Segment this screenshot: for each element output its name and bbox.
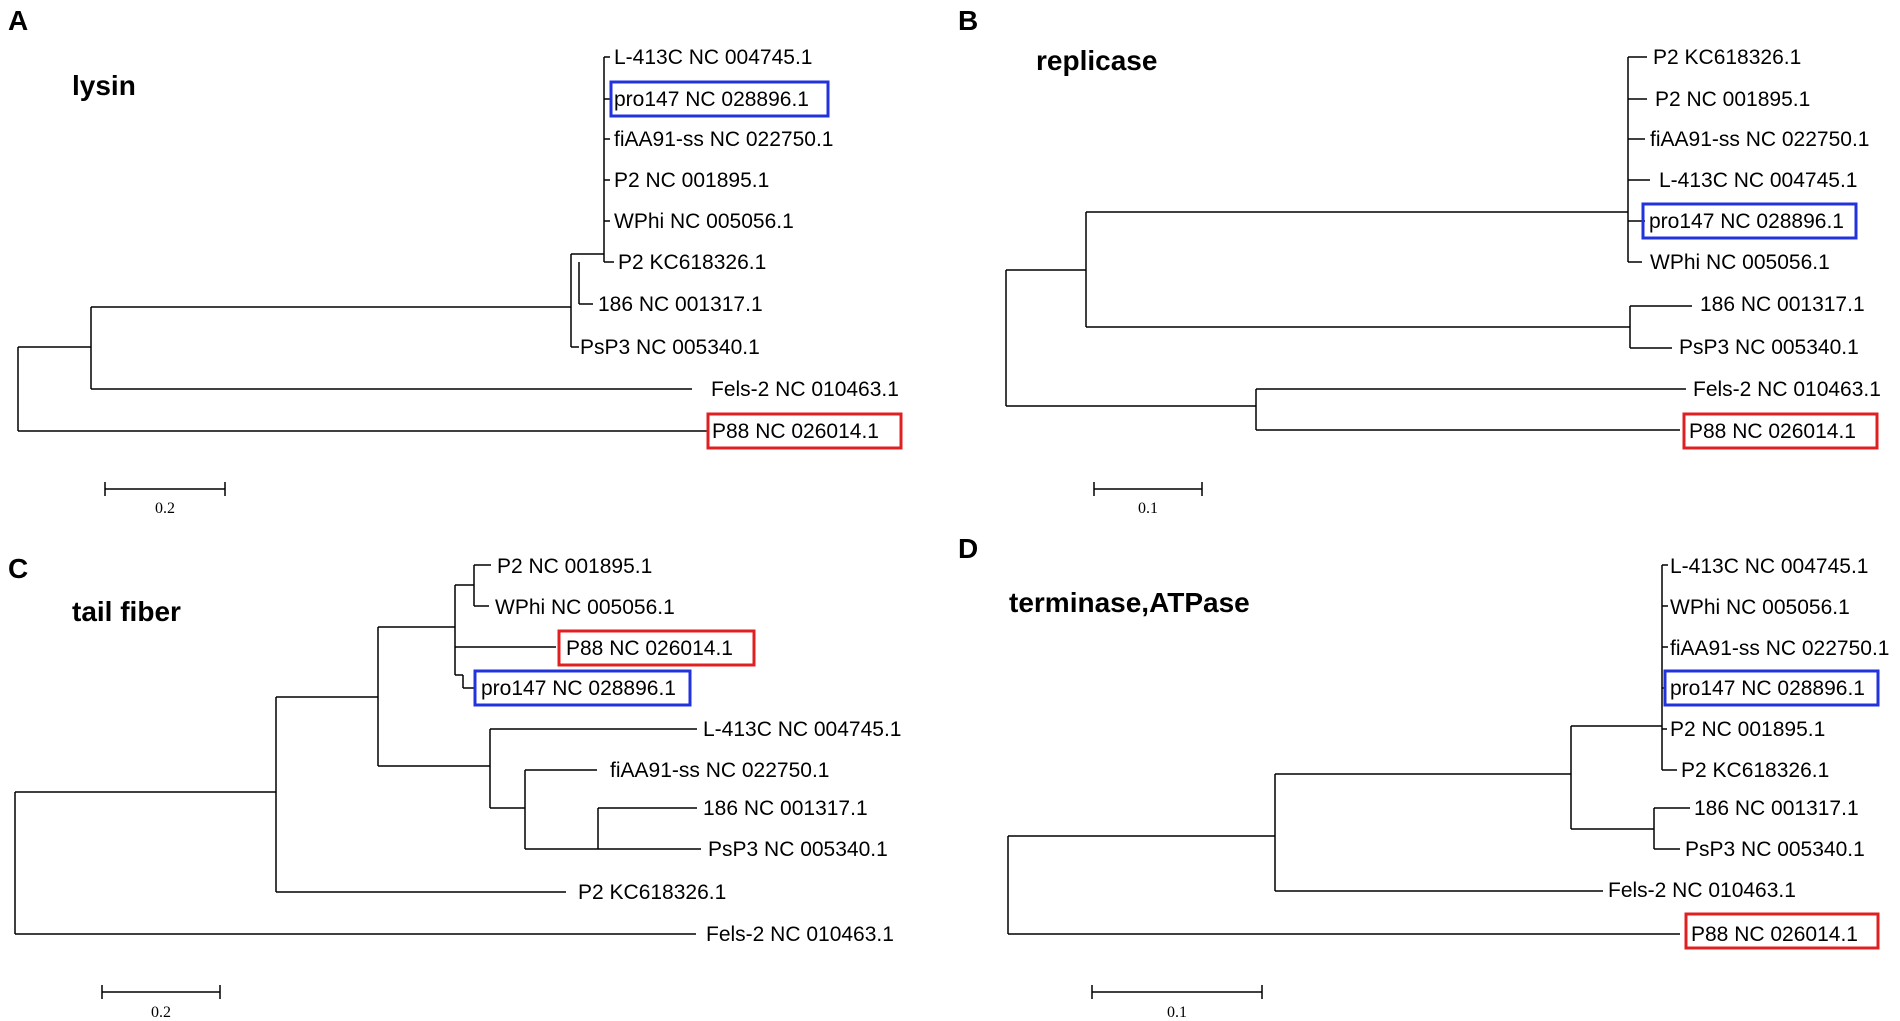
leaf-label: PsP3 NC 005340.1 [1685, 838, 1865, 861]
leaf-labels: P2 KC618326.1 P2 NC 001895.1 fiAA91-ss N… [1649, 46, 1881, 443]
highlight-box-blue [1663, 669, 1880, 707]
scale-bar-label: 0.2 [155, 500, 175, 517]
leaf-label: P2 KC618326.1 [618, 251, 766, 274]
scale-bar: 0.1 [1093, 482, 1203, 517]
panel-title: lysin [72, 70, 136, 101]
highlight-box-red [1682, 412, 1879, 450]
leaf-label: Fels-2 NC 010463.1 [1693, 378, 1881, 401]
leaf-label: fiAA91-ss NC 022750.1 [1670, 637, 1889, 660]
leaf-label: PsP3 NC 005340.1 [1679, 336, 1859, 359]
leaf-label: WPhi NC 005056.1 [495, 596, 675, 619]
scale-bar: 0.2 [101, 985, 221, 1021]
leaf-label: 186 NC 001317.1 [598, 293, 763, 316]
leaf-label: pro147 NC 028896.1 [614, 88, 809, 111]
highlight-boxes [1641, 202, 1879, 450]
panel-b: B replicase P2 KC618326.1 P2 NC 001895.1… [958, 5, 1881, 517]
panel-title: tail fiber [72, 596, 181, 627]
panel-title: terminase,ATPase [1009, 587, 1250, 618]
leaf-label: P2 NC 001895.1 [1670, 718, 1825, 741]
tree-branches [14, 564, 701, 935]
leaf-label: pro147 NC 028896.1 [1670, 677, 1865, 700]
leaf-label: P2 KC618326.1 [1653, 46, 1801, 69]
leaf-label: P88 NC 026014.1 [1689, 420, 1856, 443]
leaf-label: P2 NC 001895.1 [497, 555, 652, 578]
panel-letter: A [8, 5, 28, 36]
scale-bar-label: 0.2 [151, 1004, 171, 1021]
leaf-label: P2 KC618326.1 [578, 881, 726, 904]
leaf-label: L-413C NC 004745.1 [1670, 555, 1868, 578]
highlight-box-red [1684, 912, 1880, 950]
leaf-label: pro147 NC 028896.1 [1649, 210, 1844, 233]
tree-branches [17, 56, 708, 432]
panel-letter: C [8, 553, 28, 584]
leaf-label: 186 NC 001317.1 [1700, 293, 1865, 316]
panel-title: replicase [1036, 45, 1157, 76]
leaf-label: fiAA91-ss NC 022750.1 [610, 759, 829, 782]
highlight-box-red [557, 629, 756, 667]
leaf-labels: L-413C NC 004745.1 WPhi NC 005056.1 fiAA… [1608, 555, 1889, 946]
leaf-label: L-413C NC 004745.1 [614, 46, 812, 69]
leaf-label: fiAA91-ss NC 022750.1 [614, 128, 833, 151]
leaf-label: pro147 NC 028896.1 [481, 677, 676, 700]
highlight-box-blue [609, 80, 830, 118]
scale-bar-label: 0.1 [1138, 500, 1158, 517]
scale-bar: 0.2 [104, 482, 226, 517]
leaf-label: PsP3 NC 005340.1 [580, 336, 760, 359]
leaf-labels: L-413C NC 004745.1 pro147 NC 028896.1 fi… [580, 46, 899, 443]
leaf-label: P88 NC 026014.1 [712, 420, 879, 443]
leaf-label: Fels-2 NC 010463.1 [1608, 879, 1796, 902]
panel-c: C tail fiber P2 NC 001895.1 WPhi NC 0050… [8, 553, 901, 1021]
leaf-label: WPhi NC 005056.1 [1670, 596, 1850, 619]
leaf-label: 186 NC 001317.1 [703, 797, 868, 820]
leaf-label: fiAA91-ss NC 022750.1 [1650, 128, 1869, 151]
panel-d: D terminase,ATPase L-413C NC 004745.1 WP… [958, 533, 1889, 1021]
leaf-label: P2 NC 001895.1 [614, 169, 769, 192]
scale-bar: 0.1 [1091, 985, 1263, 1021]
leaf-label: WPhi NC 005056.1 [614, 210, 794, 233]
leaf-label: L-413C NC 004745.1 [703, 718, 901, 741]
leaf-labels: P2 NC 001895.1 WPhi NC 005056.1 P88 NC 0… [481, 555, 901, 946]
leaf-label: Fels-2 NC 010463.1 [711, 378, 899, 401]
leaf-label: P88 NC 026014.1 [566, 637, 733, 660]
panel-letter: B [958, 5, 978, 36]
leaf-label: Fels-2 NC 010463.1 [706, 923, 894, 946]
panel-letter: D [958, 533, 978, 564]
leaf-label: PsP3 NC 005340.1 [708, 838, 888, 861]
tree-branches [1005, 56, 1692, 431]
panel-a: A lysin L-413C NC 004745.1 pro147 NC 028… [8, 5, 903, 517]
highlight-boxes [1663, 669, 1880, 950]
highlight-box-red [706, 412, 903, 450]
highlight-boxes [609, 80, 903, 450]
leaf-label: P2 KC618326.1 [1681, 759, 1829, 782]
highlight-box-blue [1641, 202, 1858, 240]
leaf-label: P88 NC 026014.1 [1691, 923, 1858, 946]
tree-branches [1007, 564, 1690, 935]
leaf-label: 186 NC 001317.1 [1694, 797, 1859, 820]
leaf-label: L-413C NC 004745.1 [1659, 169, 1857, 192]
highlight-boxes [473, 629, 756, 707]
highlight-box-blue [473, 669, 692, 707]
scale-bar-label: 0.1 [1167, 1004, 1187, 1021]
leaf-label: P2 NC 001895.1 [1655, 88, 1810, 111]
leaf-label: WPhi NC 005056.1 [1650, 251, 1830, 274]
